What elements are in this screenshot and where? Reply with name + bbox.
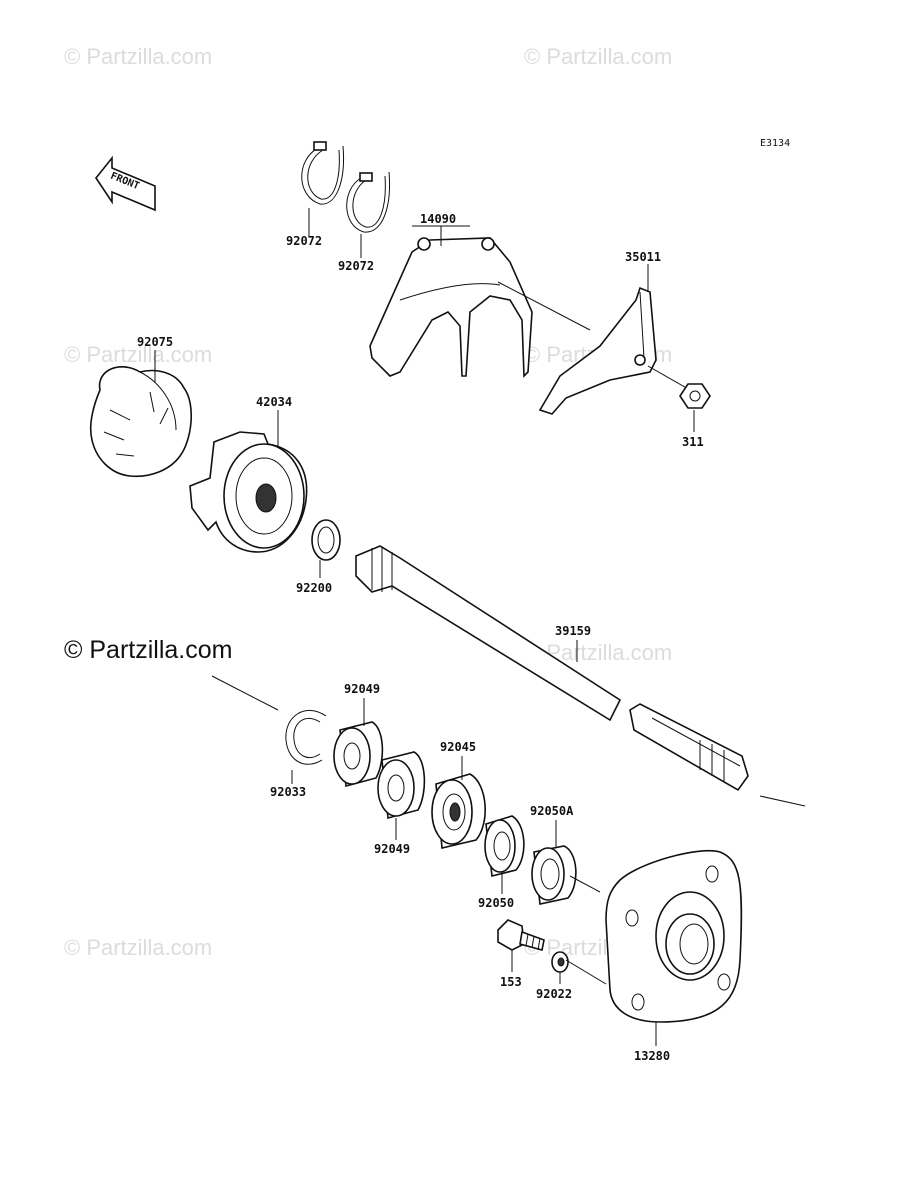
part-number: 14090 bbox=[420, 212, 456, 226]
seal-92050a-icon bbox=[531, 845, 577, 905]
part-number: 92072 bbox=[338, 259, 374, 273]
diagram-code: E3134 bbox=[760, 138, 791, 149]
bolt-153-icon bbox=[497, 919, 545, 951]
part-number: 39159 bbox=[555, 624, 591, 638]
part-number: 13280 bbox=[634, 1049, 670, 1063]
watermark: © Partzilla.com bbox=[64, 44, 213, 69]
bracket-35011-icon bbox=[538, 286, 657, 415]
part-number: 92075 bbox=[137, 335, 173, 349]
damper-92075-icon bbox=[89, 366, 193, 478]
part-number: 153 bbox=[500, 975, 522, 989]
part-number: 92022 bbox=[536, 987, 572, 1001]
bearing-92050-icon bbox=[484, 815, 525, 877]
washer-92200-icon bbox=[311, 519, 341, 561]
part-number: 92050A bbox=[530, 804, 574, 818]
part-number: 311 bbox=[682, 435, 704, 449]
part-number: 92049 bbox=[344, 682, 380, 696]
part-number: 92033 bbox=[270, 785, 306, 799]
housing-13280-icon bbox=[605, 849, 743, 1023]
part-number: 42034 bbox=[256, 395, 292, 409]
washer-92022-icon bbox=[551, 951, 569, 973]
guard-14090-icon bbox=[369, 237, 533, 378]
front-arrow-icon: FRONT bbox=[95, 155, 156, 212]
washer-92049-icon bbox=[377, 751, 426, 820]
part-number: 35011 bbox=[625, 250, 661, 264]
clamp-92072-icon bbox=[346, 171, 391, 233]
ring-92033-icon bbox=[285, 710, 327, 765]
part-number: 92045 bbox=[440, 740, 476, 754]
copyright-text: © Partzilla.com bbox=[64, 636, 233, 664]
watermark: © Partzilla.com bbox=[64, 342, 213, 367]
part-number: 92072 bbox=[286, 234, 322, 248]
clamp-92072-icon bbox=[301, 141, 345, 205]
watermark: © Partzilla.com bbox=[64, 935, 213, 960]
part-number: 92200 bbox=[296, 581, 332, 595]
impeller-42034-icon bbox=[189, 431, 308, 553]
bearing-92045-icon bbox=[431, 773, 486, 849]
part-number: 92049 bbox=[374, 842, 410, 856]
part-number: 92050 bbox=[478, 896, 514, 910]
watermark: © Partzilla.com bbox=[524, 44, 673, 69]
washer-92049-icon bbox=[333, 721, 384, 788]
shaft-39159-icon bbox=[355, 545, 749, 792]
nut-311-icon bbox=[679, 383, 711, 409]
